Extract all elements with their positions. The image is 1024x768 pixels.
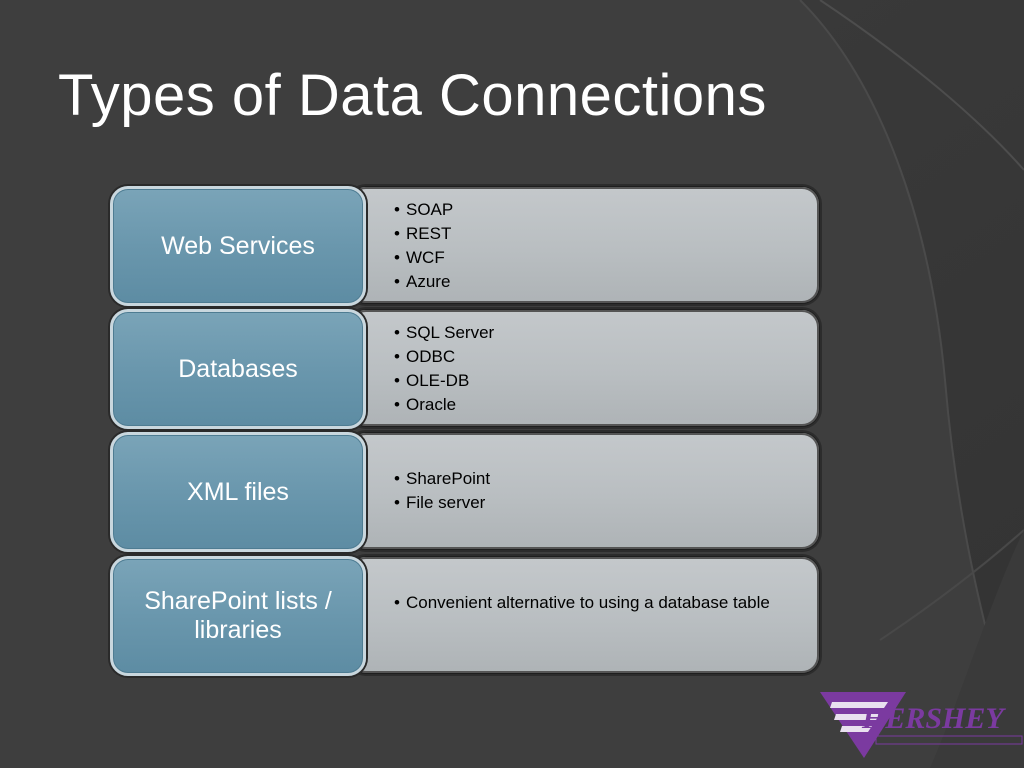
logo-wordmark: HERSHEY [861, 702, 1006, 735]
item-text: SharePoint [406, 469, 491, 488]
item-list: • SQL Server • ODBC • OLE-DB • Oracle [394, 321, 494, 417]
list-item: • Azure [394, 270, 453, 294]
category-label: XML files [187, 477, 289, 506]
item-text: OLE-DB [406, 371, 470, 390]
item-text: File server [406, 493, 486, 512]
bullet: • [394, 493, 400, 512]
bullet: • [394, 371, 400, 390]
item-text: SQL Server [406, 323, 495, 342]
category-label: SharePoint lists / libraries [144, 587, 332, 644]
hershey-logo: HERSHEY [820, 692, 1023, 758]
detail-panel [348, 556, 820, 674]
category-box: Web Services [110, 186, 366, 306]
list-item: • Convenient alternative to using a datab… [394, 592, 794, 614]
category-label: Web Services [161, 231, 315, 260]
list-item: • ODBC [394, 345, 494, 369]
connection-row-web-services: • SOAP • REST • WCF • Azure Web Services [0, 186, 1024, 306]
connection-row-databases: • SQL Server • ODBC • OLE-DB • Oracle Databa… [0, 309, 1024, 429]
item-list: • SOAP • REST • WCF • Azure [394, 198, 453, 294]
item-list: • SharePoint • File server [394, 467, 490, 515]
bullet: • [394, 593, 400, 612]
item-text: WCF [406, 248, 445, 267]
category-label: Databases [178, 354, 298, 383]
bullet: • [394, 224, 400, 243]
list-item: • SOAP [394, 198, 453, 222]
detail-panel [348, 186, 820, 304]
bullet: • [394, 323, 400, 342]
connection-row-xml-files: • SharePoint • File server XML files [0, 432, 1024, 552]
category-box: Databases [110, 309, 366, 429]
list-item: • WCF [394, 246, 453, 270]
list-item: • SharePoint [394, 467, 490, 491]
detail-panel [348, 432, 820, 550]
list-item: • Oracle [394, 393, 494, 417]
item-text: ODBC [406, 347, 456, 366]
bullet: • [394, 469, 400, 488]
category-box: SharePoint lists / libraries [110, 556, 366, 676]
list-item: • OLE-DB [394, 369, 494, 393]
connection-row-sharepoint-lists: • Convenient alternative to using a datab… [0, 556, 1024, 676]
slide-title: Types of Data Connections [58, 63, 767, 128]
list-item: • REST [394, 222, 453, 246]
bullet: • [394, 347, 400, 366]
detail-panel [348, 309, 820, 427]
category-box: XML files [110, 432, 366, 552]
bullet: • [394, 395, 400, 414]
item-text: SOAP [406, 200, 454, 219]
item-text: Oracle [406, 395, 457, 414]
bullet: • [394, 200, 400, 219]
list-item: • File server [394, 491, 490, 515]
bullet: • [394, 248, 400, 267]
item-text: Azure [406, 272, 451, 291]
list-item: • SQL Server [394, 321, 494, 345]
item-list: • Convenient alternative to using a datab… [394, 592, 794, 614]
item-text: REST [406, 224, 452, 243]
item-text: Convenient alternative to using a databa… [406, 593, 770, 612]
bullet: • [394, 272, 400, 291]
